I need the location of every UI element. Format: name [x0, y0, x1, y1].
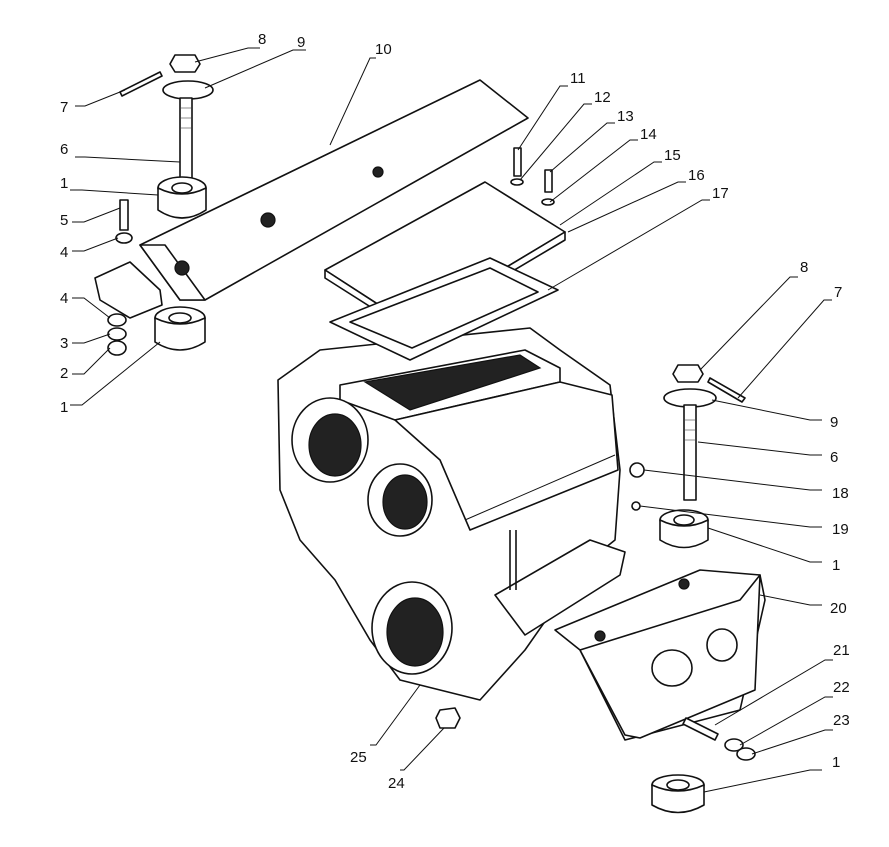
callout-4-lower: 4 — [60, 290, 68, 307]
callout-5: 5 — [60, 212, 68, 229]
callout-23: 23 — [833, 712, 850, 729]
lower-fasteners — [435, 707, 756, 814]
callout-4-upper: 4 — [60, 244, 68, 261]
callout-22: 22 — [833, 679, 850, 696]
callout-16: 16 — [688, 167, 705, 184]
callout-18: 18 — [832, 485, 849, 502]
support-bracket — [554, 569, 766, 741]
callout-6-upper: 6 — [60, 141, 68, 158]
callout-13: 13 — [617, 108, 634, 125]
callout-19: 19 — [832, 521, 849, 538]
callout-24: 24 — [388, 775, 405, 792]
gearbox-housing — [277, 327, 626, 701]
callout-9-upper: 9 — [297, 34, 305, 51]
callout-1-upper: 1 — [60, 175, 68, 192]
callout-17: 17 — [712, 185, 729, 202]
frame-rail — [94, 79, 529, 319]
callout-25: 25 — [350, 749, 367, 766]
right-mount-bolt — [629, 364, 746, 549]
callout-7-right: 7 — [834, 284, 842, 301]
leader-lines — [70, 47, 833, 793]
left-mount-bolt — [119, 54, 214, 219]
callout-8-right: 8 — [800, 259, 808, 276]
cover-bolts — [510, 147, 555, 206]
callout-3: 3 — [60, 335, 68, 352]
callout-2: 2 — [60, 365, 68, 382]
callout-20: 20 — [830, 600, 847, 617]
callout-labels: 8 9 10 7 6 1 5 4 4 3 2 1 11 12 13 14 15 … — [60, 31, 850, 792]
gasket — [329, 257, 559, 361]
callout-12: 12 — [594, 89, 611, 106]
callout-11: 11 — [570, 70, 586, 87]
callout-8-upper: 8 — [258, 31, 266, 48]
callout-15: 15 — [664, 147, 681, 164]
callout-6-right: 6 — [830, 449, 838, 466]
callout-1-left: 1 — [60, 399, 68, 416]
callout-7-upper: 7 — [60, 99, 68, 116]
callout-1-bottom: 1 — [832, 754, 840, 771]
callout-9-right: 9 — [830, 414, 838, 431]
callout-14: 14 — [640, 126, 657, 143]
callout-1-right: 1 — [832, 557, 840, 574]
callout-10: 10 — [375, 41, 392, 58]
callout-21: 21 — [833, 642, 850, 659]
left-small-fasteners — [107, 199, 206, 356]
